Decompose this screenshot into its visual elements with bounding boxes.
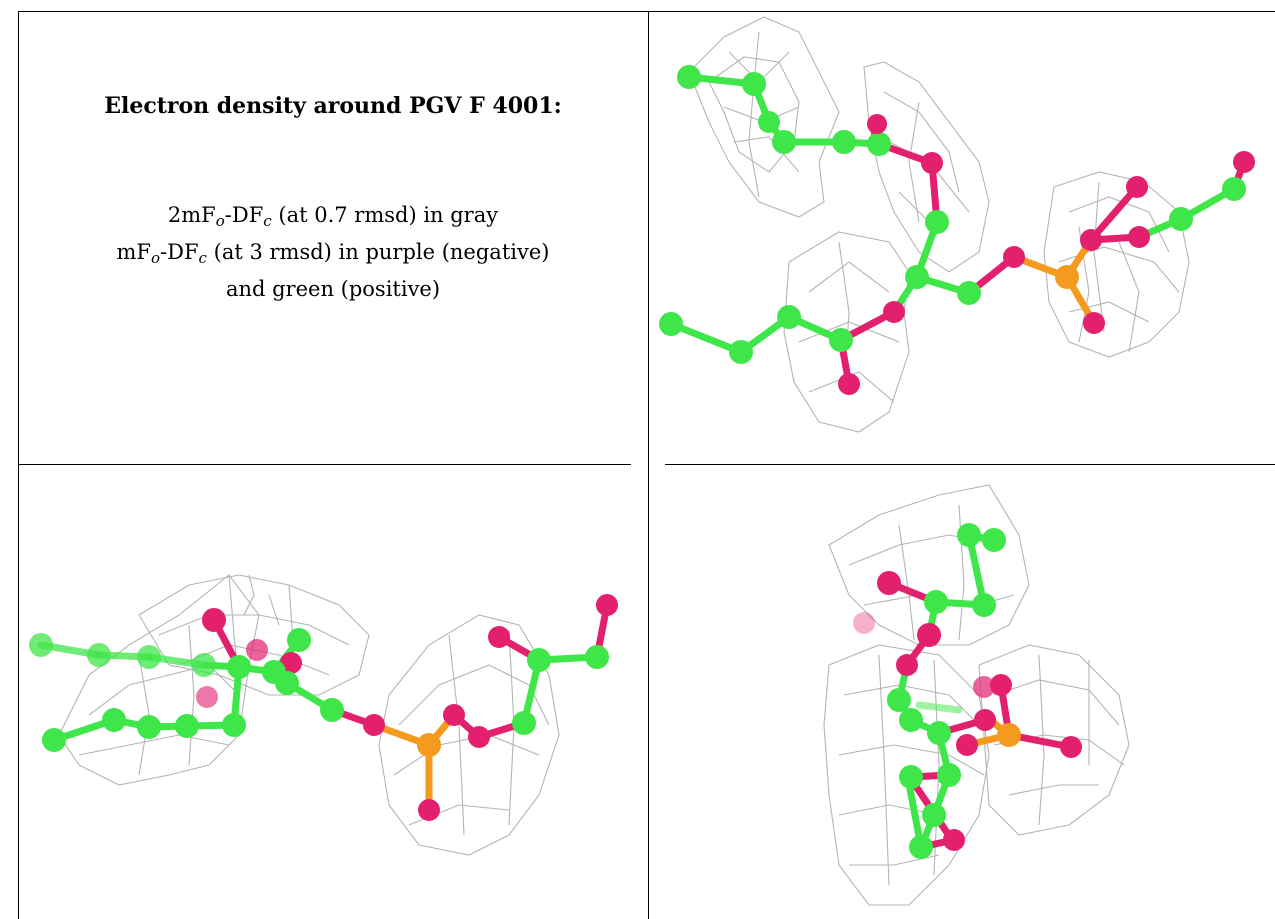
molecule <box>29 594 618 821</box>
table-divider-horizontal-right <box>665 464 1275 465</box>
caption-title: Electron density around PGV F 4001: <box>104 93 562 119</box>
caption-text: 2mFo-DFc (at 0.7 rmsd) in gray mFo-DFc (… <box>18 200 648 305</box>
caption-cell: Electron density around PGV F 4001: 2mFo… <box>18 0 648 460</box>
density-mesh <box>58 574 560 856</box>
view-bottom-left <box>29 574 618 856</box>
view-top-right <box>659 16 1255 433</box>
table-divider-vertical <box>648 11 649 919</box>
molecule <box>853 523 1082 859</box>
table-border-top <box>18 11 1275 12</box>
molecule <box>659 65 1255 395</box>
table-border-left <box>18 11 19 919</box>
table-divider-horizontal-left <box>18 464 631 465</box>
view-bottom-right <box>823 484 1130 906</box>
caption-line-3: and green (positive) <box>225 277 441 301</box>
density-mesh <box>823 484 1130 906</box>
caption-line-2: mFo-DFc (at 3 rmsd) in purple (negative) <box>116 240 550 267</box>
caption-line-1: 2mFo-DFc (at 0.7 rmsd) in gray <box>167 203 499 230</box>
